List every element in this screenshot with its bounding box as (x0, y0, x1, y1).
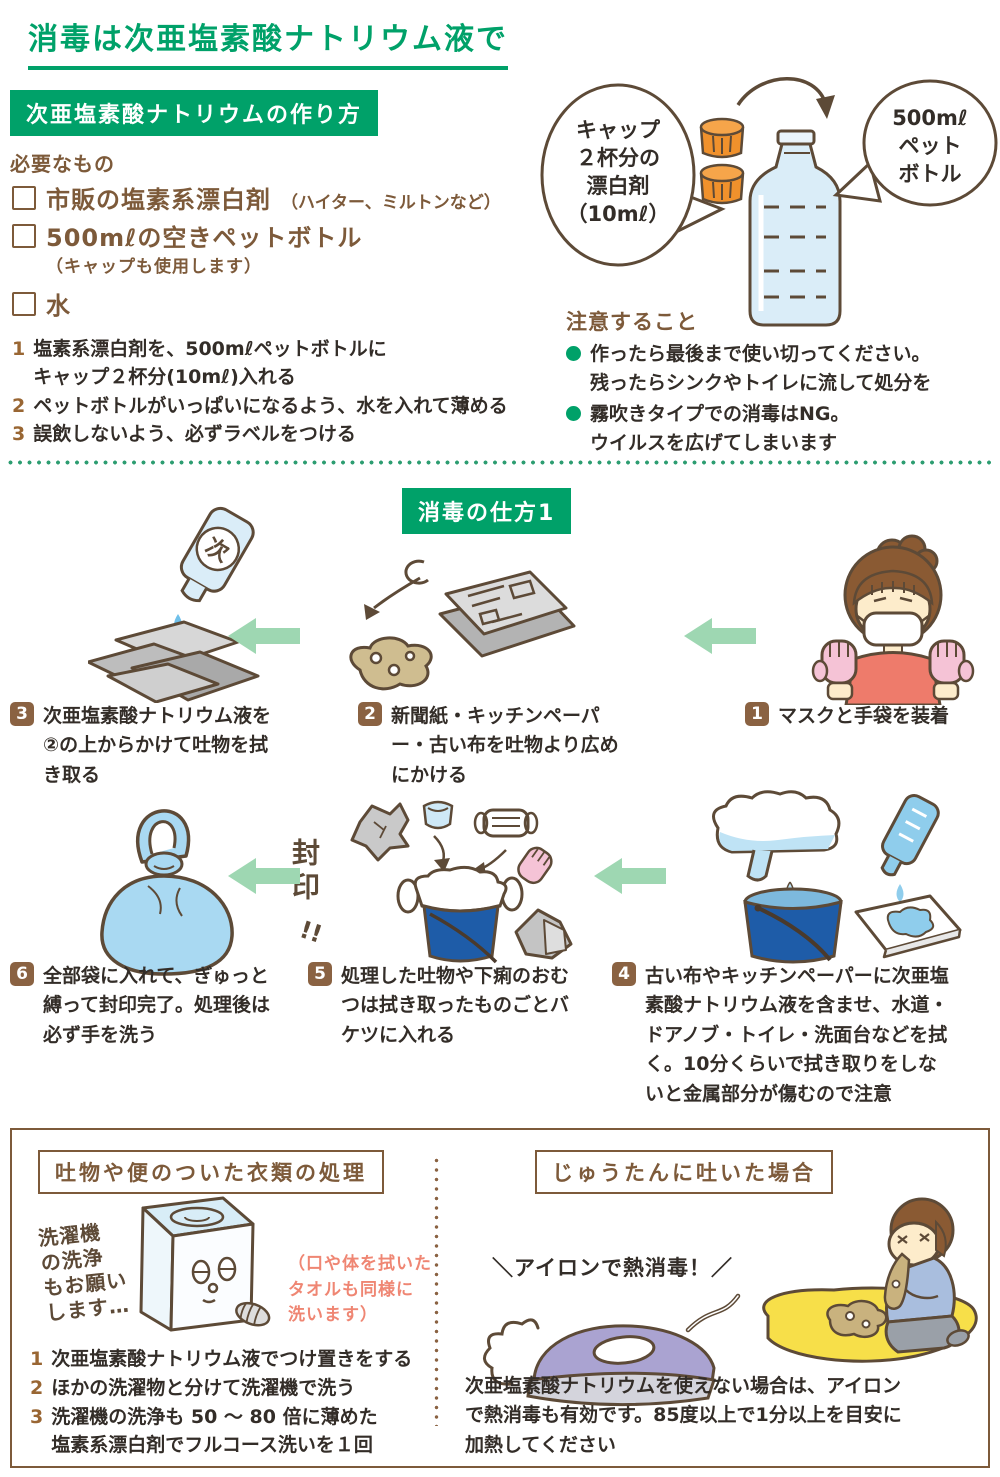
drop-icon (896, 884, 904, 902)
checklist-item: 市販の塩素系漂白剤 （ハイター、ミルトンなど） (12, 180, 501, 215)
arrow-left-icon (684, 618, 756, 654)
wipe-surfaces-illustration (712, 790, 962, 964)
carpet-person-illustration (762, 1197, 978, 1363)
bottle-pour-icon (880, 794, 940, 877)
pour-on-vomit-illustration: 次 (88, 506, 260, 703)
laundry-step: 3 洗濯機の洗浄も 50 ～ 80 倍に薄めた 塩素系漂白剤でフルコース洗いを１… (30, 1406, 378, 1456)
mask-gloves-woman-illustration (811, 534, 975, 705)
svg-text:ペット: ペット (899, 134, 962, 158)
recipe-section-header: 次亜塩素酸ナトリウムの作り方 (10, 90, 379, 136)
laundry-header: 吐物や便のついた衣類の処理 (38, 1150, 384, 1194)
bleach-bottle-icon: 次 (179, 506, 255, 603)
sealed-bag-illustration (100, 809, 234, 976)
bottom-divider (434, 1158, 440, 1426)
svg-text:500mℓ: 500mℓ (892, 106, 968, 130)
carpet-header: じゅうたんに吐いた場合 (535, 1150, 833, 1194)
svg-text:ボトル: ボトル (899, 162, 962, 186)
bucket-disposal-illustration (350, 800, 573, 964)
speech-bubble-cap: キャップ ２杯分の 漂白剤 （10mℓ） (540, 83, 726, 267)
svg-text:２杯分の: ２杯分の (576, 146, 660, 170)
svg-text:キャップ: キャップ (576, 118, 661, 142)
method-step-caption: 6 全部袋に入れて、ぎゅっと 縛って封印完了。処理後は 必ず手を洗う (10, 962, 310, 1050)
recipe-step: 2 ペットボトルがいっぱいになるよう、水を入れて薄める (12, 395, 508, 417)
towel-note: （口や体を拭いた タオルも同様に 洗います） (288, 1254, 432, 1325)
laundry-step: 2 ほかの洗濯物と分けて洗濯機で洗う (30, 1377, 356, 1399)
iron-callout: ＼アイロンで熱消毒！／ (492, 1256, 733, 1280)
pet-bottle-icon (748, 129, 842, 327)
checkbox-icon (12, 223, 36, 248)
checkbox-icon (12, 185, 36, 210)
crumpled-paper-icon (350, 802, 410, 862)
washing-machine-illustration (139, 1196, 271, 1332)
checklist-item: 500mℓの空きペットボトル (12, 218, 362, 253)
diaper-icon (422, 800, 454, 830)
steam-icon (483, 1318, 540, 1386)
bucket-icon (743, 887, 843, 964)
recipe-step: 1 塩素系漂白剤を、500mℓペットボトルに キャップ２杯分(10mℓ)入れる (12, 338, 387, 388)
svg-text:漂白剤: 漂白剤 (587, 174, 650, 198)
needed-title: 必要なもの (10, 152, 115, 176)
iron-icon (526, 1293, 741, 1407)
carpet-text: 次亜塩素酸ナトリウムを使えない場合は、アイロン で熱消毒も有効です。85度以上で… (465, 1375, 902, 1456)
method-step-caption: 3 次亜塩素酸ナトリウム液を ②の上からかけて吐物を拭 き取る (10, 702, 310, 790)
cloth-pile-icon (514, 908, 573, 960)
glove-icon (928, 639, 975, 701)
bullet-icon (566, 346, 581, 361)
arrow-left-icon (228, 858, 300, 894)
person-icon (883, 1197, 970, 1354)
method-step-caption: 5 処理した吐物や下痢のおむ つは拭き取ったものごとバ ケツに入れる (308, 962, 598, 1050)
newspaper-icon (438, 570, 576, 658)
wet-paper-icon (854, 894, 962, 959)
lined-bucket-icon (396, 865, 524, 964)
swirl-arrow-icon (364, 559, 429, 620)
vomit-icon (826, 1299, 888, 1338)
checklist-item: 水 (12, 286, 71, 321)
bleach-caps-icon (699, 117, 745, 205)
cloth-pile-icon (88, 620, 260, 703)
checklist-subnote: （キャップも使用します） (46, 257, 262, 277)
soaked-cloth-icon (712, 790, 841, 902)
mask-icon (473, 808, 539, 838)
seal-exclamation: !! (296, 915, 326, 949)
iron-illustration (483, 1293, 741, 1407)
cover-vomit-illustration (349, 559, 576, 691)
woman-icon (843, 534, 943, 705)
washing-machine-icon (139, 1196, 271, 1332)
trash-bag-icon (100, 809, 234, 976)
arrow-left-icon (594, 858, 666, 894)
checkbox-icon (12, 291, 36, 316)
method-step-caption: 1 マスクと手袋を装着 (745, 702, 995, 731)
recipe-step: 3 誤飲しないよう、必ずラベルをつける (12, 423, 356, 445)
method-section-header: 消毒の仕方1 (402, 488, 572, 534)
caution-title: 注意すること (566, 310, 698, 334)
section-divider (8, 460, 992, 466)
page-title: 消毒は次亜塩素酸ナトリウム液で (28, 14, 508, 70)
caution-item: 霧吹きタイプでの消毒はNG。 ウイルスを広げてしまいます (566, 400, 986, 457)
pour-arrow-icon (736, 77, 835, 119)
bleach-bottle-illustration: キャップ ２杯分の 漂白剤 （10mℓ） (540, 77, 998, 327)
method-step-caption: 4 古い布やキッチンペーパーに次亜塩 素酸ナトリウム液を含ませ、水道・ ドアノブ… (612, 962, 992, 1109)
arrow-left-icon (228, 618, 300, 654)
speech-bubble-bottle: 500mℓ ペット ボトル (832, 79, 998, 207)
laundry-step: 1 次亜塩素酸ナトリウム液でつけ置きをする (30, 1348, 413, 1370)
svg-text:（10mℓ）: （10mℓ） (566, 202, 669, 226)
vomit-icon (349, 636, 433, 691)
glove-icon (517, 846, 553, 885)
washer-speech: 洗濯機 の洗浄 もお願い します… (37, 1220, 131, 1326)
caution-item: 作ったら最後まで使い切ってください。 残ったらシンクやトイレに流して処分を (566, 340, 986, 397)
glove-icon (811, 639, 858, 701)
method-step-caption: 2 新聞紙・キッチンペーパ ー・古い布を吐物より広め にかける (358, 702, 658, 790)
bullet-icon (566, 406, 581, 421)
